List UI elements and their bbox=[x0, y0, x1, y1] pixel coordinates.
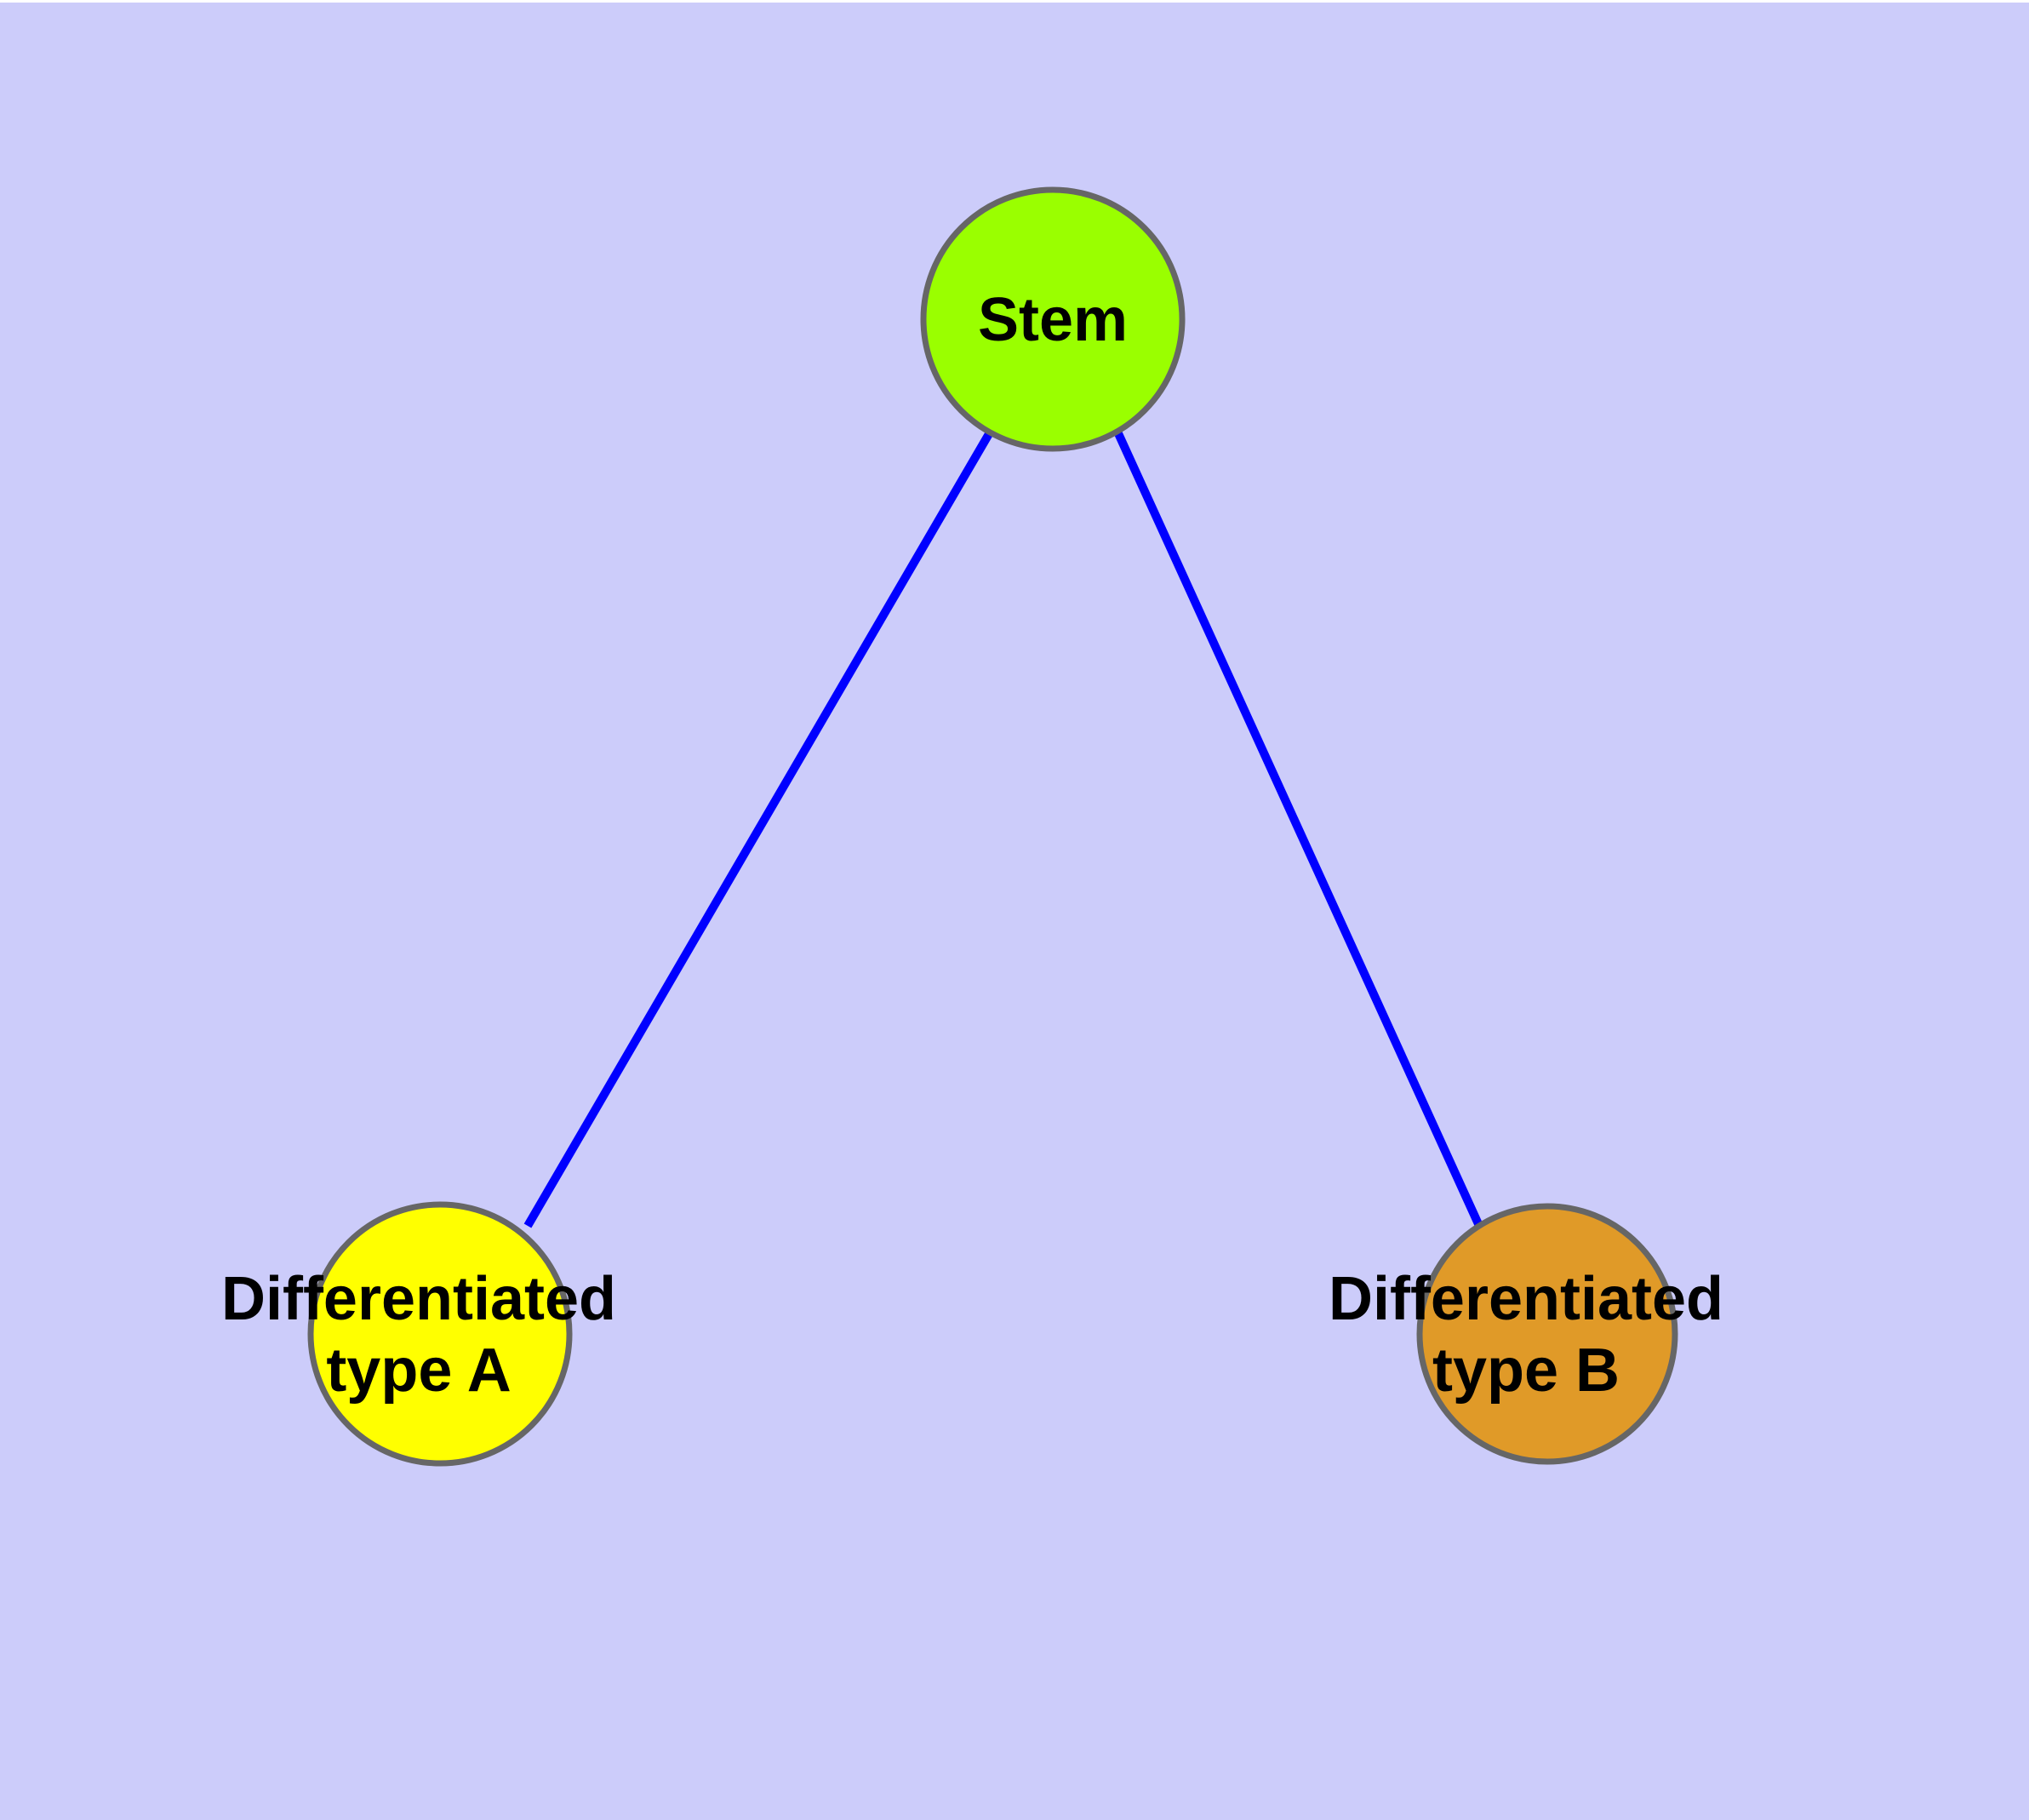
edge-stem-to-differentiated-type-b[interactable] bbox=[1113, 429, 1483, 1228]
node-stem[interactable]: Stem bbox=[920, 186, 1186, 452]
differentiated-type-a-node-circle[interactable] bbox=[307, 1201, 573, 1467]
stem-node-circle[interactable] bbox=[920, 186, 1186, 452]
edge-layer bbox=[523, 429, 1483, 1228]
edge-stem-to-differentiated-type-a[interactable] bbox=[523, 430, 994, 1228]
stem-node-label: Stem bbox=[978, 286, 1128, 354]
differentiated-type-b-node-circle[interactable] bbox=[1416, 1203, 1678, 1465]
